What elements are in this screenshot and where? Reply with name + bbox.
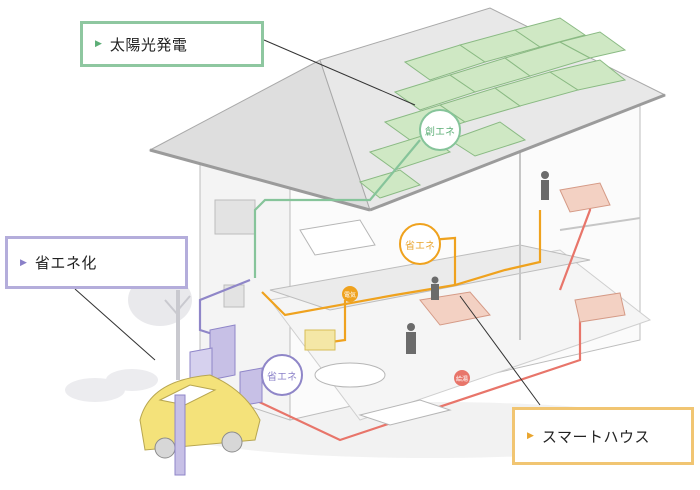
callout-marker-icon: ▶ [20,257,27,268]
tree-illustration [128,274,192,380]
interior-furniture [299,182,626,426]
badge-outdoor: 省エネ [261,354,303,396]
callout-marker-icon: ▶ [95,39,102,49]
pointer-lines [74,39,541,406]
callout-eco-label: 省エネ化 [34,254,97,272]
solar-line [253,139,421,278]
bushes [65,369,158,402]
callout-smart-label: スマートハウス [541,427,650,446]
tag-hot-water-label: 給湯 [456,375,468,383]
callout-smart-house: ▶ スマートハウス [512,407,694,465]
badge-interior: 省エネ [399,223,441,265]
tag-electricity: 電気 [342,286,358,302]
callout-solar-label: 太陽光発電 [109,35,188,54]
energy-lines [178,139,592,470]
badge-roof: 創エネ [419,109,461,151]
callout-solar-power: ▶ 太陽光発電 [80,21,264,67]
people-figures [406,171,549,354]
callout-energy-saving: ▶ 省エネ化 [5,236,188,289]
callout-marker-icon: ▶ [527,431,534,441]
badge-roof-label: 創エネ [425,126,455,138]
hot-water-line [254,315,582,442]
car-illustration [139,374,261,476]
badge-interior-label: 省エネ [405,239,435,252]
badge-outdoor-label: 省エネ [267,370,297,383]
tag-electricity-label: 電気 [344,291,356,299]
tag-hot-water: 給湯 [454,370,470,386]
